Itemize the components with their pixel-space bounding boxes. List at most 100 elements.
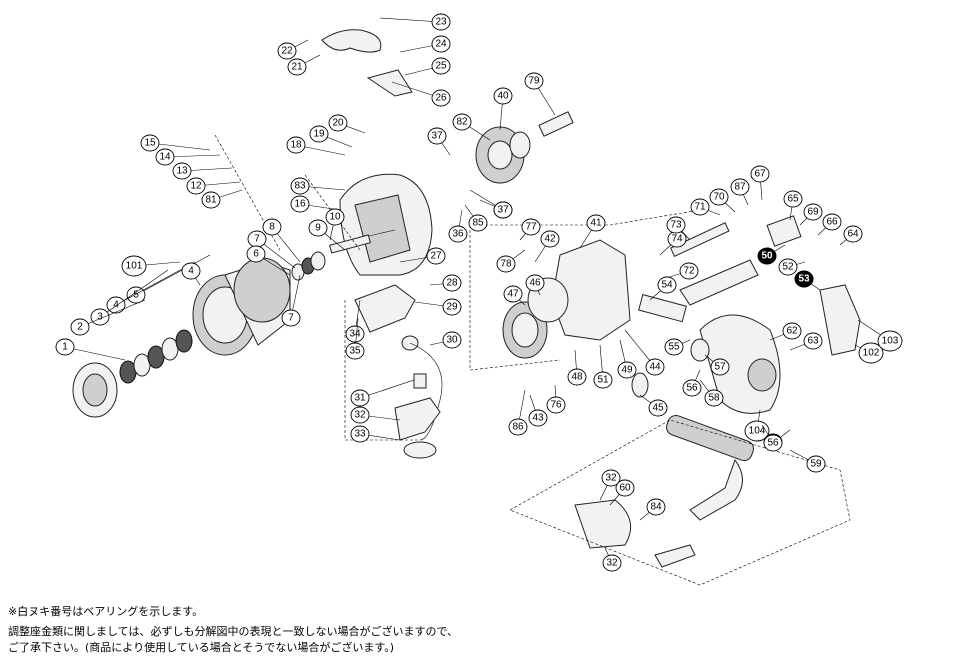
callout-bubble xyxy=(586,214,606,232)
callout-number: 73 xyxy=(670,220,682,231)
callout-number: 43 xyxy=(532,413,544,424)
callout-number: 37 xyxy=(431,131,443,142)
callout-number: 101 xyxy=(126,261,143,272)
callout-24: 24 xyxy=(399,35,451,53)
callout-bubble xyxy=(503,285,523,303)
callout-26: 26 xyxy=(391,81,451,107)
callout-number: 12 xyxy=(190,181,202,192)
callout-50: 50 xyxy=(757,244,786,265)
callout-number: 24 xyxy=(435,39,447,50)
callout-32: 32 xyxy=(602,547,622,572)
callout-number: 14 xyxy=(159,152,171,163)
callout-49: 49 xyxy=(617,339,637,379)
callout-bubble xyxy=(806,455,826,473)
assembly-guide-lines xyxy=(214,134,851,586)
callout-number: 50 xyxy=(761,251,773,262)
callout-bubble xyxy=(427,127,447,145)
callout-number: 66 xyxy=(826,217,838,228)
callout-bubble xyxy=(690,198,710,216)
callout-bubble xyxy=(524,72,544,90)
callout-bubble xyxy=(763,434,783,452)
callout-bubble xyxy=(778,258,798,276)
callout-bubble xyxy=(290,177,310,195)
spool-assembly-illustration xyxy=(72,251,326,418)
callout-bubble xyxy=(493,201,513,219)
callout-bubble xyxy=(448,225,468,243)
callout-63: 63 xyxy=(789,332,823,351)
callout-number: 4 xyxy=(188,266,194,277)
callout-8: 8 xyxy=(262,218,301,263)
leader-line xyxy=(64,346,126,361)
callout-bubble xyxy=(246,245,266,263)
callout-number: 103 xyxy=(882,336,899,347)
callout-number: 104 xyxy=(749,426,766,437)
callout-number: 46 xyxy=(529,278,541,289)
callout-bubble xyxy=(528,409,548,427)
callout-bubble xyxy=(172,162,192,180)
callout-5: 5 xyxy=(126,254,211,304)
callout-2: 2 xyxy=(70,299,146,336)
callout-number: 56 xyxy=(686,383,698,394)
callout-42: 42 xyxy=(534,230,560,263)
callout-number: 67 xyxy=(754,169,766,180)
callout-bubble xyxy=(546,396,566,414)
callout-number: 32 xyxy=(606,558,618,569)
callout-bubble xyxy=(525,274,545,292)
callout-bubble xyxy=(121,255,147,277)
callout-18: 18 xyxy=(286,136,346,156)
callout-number: 69 xyxy=(807,207,819,218)
callout-number: 6 xyxy=(253,249,259,260)
callout-bubble xyxy=(615,479,635,497)
callout-56: 56 xyxy=(763,429,791,452)
callout-3: 3 xyxy=(90,269,169,326)
callout-82: 82 xyxy=(452,113,491,141)
callout-bubble xyxy=(431,35,451,53)
callout-76: 76 xyxy=(546,384,566,414)
callout-number: 23 xyxy=(435,17,447,28)
callout-number: 2 xyxy=(77,322,83,333)
callout-bubble xyxy=(602,554,622,572)
callout-27: 27 xyxy=(399,247,446,265)
callout-number: 33 xyxy=(354,429,366,440)
callout-64: 64 xyxy=(839,225,863,246)
callout-25: 25 xyxy=(404,57,451,76)
callout-number: 41 xyxy=(590,218,602,229)
callout-bubble xyxy=(858,342,884,364)
callout-101: 101 xyxy=(121,255,181,277)
callout-bubble xyxy=(757,247,777,265)
callout-number: 74 xyxy=(671,234,683,245)
leader-line xyxy=(135,254,211,296)
rotor-illustration xyxy=(321,29,443,459)
callout-number: 48 xyxy=(571,372,583,383)
callout-66: 66 xyxy=(817,213,842,236)
callout-bubble xyxy=(287,58,307,76)
callout-bubble xyxy=(442,274,462,292)
callout-14: 14 xyxy=(155,148,221,166)
callout-32: 32 xyxy=(350,406,401,424)
callout-number: 57 xyxy=(714,362,726,373)
callout-bubble xyxy=(468,214,488,232)
callout-60: 60 xyxy=(609,479,635,506)
callout-number: 70 xyxy=(713,192,725,203)
callout-bubble xyxy=(794,270,814,288)
callout-number: 71 xyxy=(694,202,706,213)
callout-bubble xyxy=(431,57,451,75)
washer-note-line2: ご了承下さい。(商品により使用している場合とそうでない場合がございます。) xyxy=(8,641,395,654)
callout-bubble xyxy=(452,113,472,131)
callout-number: 9 xyxy=(315,223,321,234)
callout-number: 10 xyxy=(329,212,341,223)
callout-number: 76 xyxy=(550,400,562,411)
callout-number: 3 xyxy=(97,312,103,323)
callout-bubble xyxy=(540,230,560,248)
callout-55: 55 xyxy=(664,338,691,356)
callout-number: 79 xyxy=(528,76,540,87)
callout-bubble xyxy=(704,389,724,407)
callout-number: 53 xyxy=(798,274,810,285)
callout-bubble xyxy=(783,190,803,208)
callout-40: 40 xyxy=(493,87,513,131)
callout-bubble xyxy=(709,188,729,206)
leader-line xyxy=(79,299,146,328)
callout-73: 73 xyxy=(666,216,691,241)
callout-bubble xyxy=(657,276,677,294)
callout-21: 21 xyxy=(287,54,321,76)
